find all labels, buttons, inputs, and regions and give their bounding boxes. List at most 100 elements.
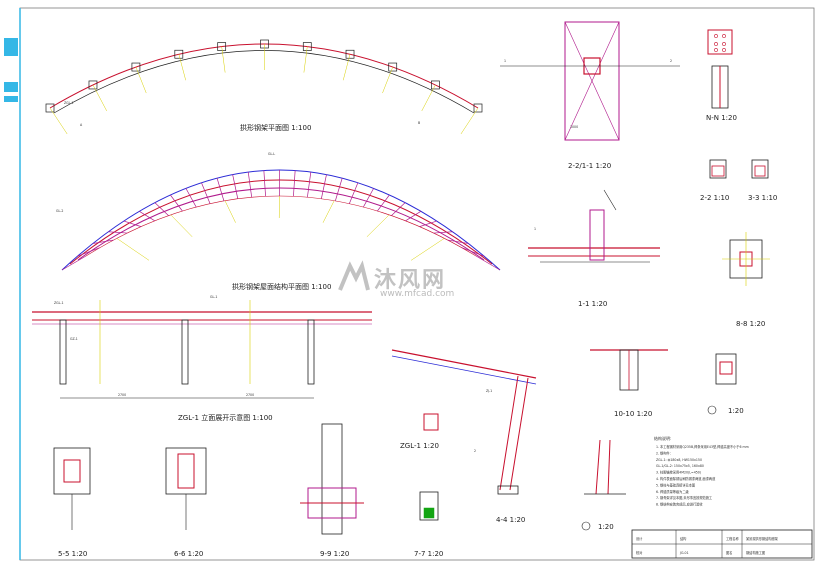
caption-n-n: N-N 1:20 [706, 114, 737, 122]
small-section-b [751, 159, 769, 179]
9-section-symbol [707, 405, 717, 415]
roof-rib [77, 247, 100, 257]
notes-lines: 1. 本工程钢材采用Q235B,焊条采用E43型,焊缝高度不小于6 mm2. 钢… [656, 444, 749, 507]
arch-top-guide [92, 84, 107, 112]
arch-top-guide [221, 46, 226, 73]
arch-top-guide [178, 54, 186, 81]
arch-top-post [217, 42, 227, 51]
n-n-bolt [714, 34, 718, 38]
arch-roof-plan: 拱形钢架屋面结构平面图 1:100 GL-2 GL-L [56, 152, 501, 291]
label-ref-top-left: A [80, 123, 83, 127]
roof-guide [170, 214, 193, 237]
detail-n-n: N-N 1:20 [706, 29, 737, 122]
caption-11: ZGL-1 1:20 [400, 442, 439, 450]
arch-top-guide [460, 107, 479, 135]
elevation-view: 2700 2700 ZGL-1 GL-1 GZ-1 ZGL-1 立面展开示意图 … [32, 295, 372, 422]
label-ref-2: 2 [474, 449, 476, 453]
title-cell-project-label: 工程名称 [726, 536, 740, 541]
label-zgl1-top: ZGL-1 [64, 101, 74, 105]
detail-11: ZGL-1 1:20 [400, 413, 439, 450]
title-cell-a: 结构 [680, 536, 686, 541]
watermark-logo-icon [338, 260, 370, 291]
1-1-column [589, 209, 605, 261]
note-line: 8. 钢结构安装完成后,应进行验收 [656, 502, 703, 507]
roof-rib [419, 220, 437, 227]
elev-column-1 [59, 319, 67, 385]
note-line: 7. 钢骨架详见本图,未尽事宜按规范施工 [656, 495, 713, 500]
n-n-bolt [722, 34, 726, 38]
roof-inner2-curve [85, 195, 477, 257]
caption-10-10: 10-10 1:20 [614, 410, 652, 418]
small-section-a [709, 159, 727, 179]
arch-top-guide [49, 107, 68, 135]
roof-rib [139, 211, 155, 222]
5-5-plate [53, 447, 91, 495]
detail-9-9: 9-9 1:20 [300, 423, 364, 558]
arch-top-guide [342, 54, 351, 81]
roof-guide [366, 214, 390, 237]
title-cell-check: 校对 [636, 550, 643, 555]
detail-7-7: 7-7 1:20 [414, 491, 443, 558]
watermark-sub: www.mfcad.com [380, 289, 455, 299]
roof-rib [216, 178, 225, 201]
arch-top-outer-curve [49, 43, 479, 109]
caption-2-2: 2-2/1-1 1:20 [568, 162, 611, 170]
note-line: 4. 构件表面除锈后刷防锈漆两道,面漆两道 [656, 476, 716, 481]
label-ref-1-1: 1 [534, 227, 536, 231]
note-line: GL-1/GL-2: 150x75x5, 160x80 [656, 464, 704, 468]
arch-top-post [302, 42, 312, 51]
roof-rib [61, 255, 87, 271]
roof-rib [108, 231, 128, 234]
roof-guide [322, 200, 335, 223]
roof-rib [307, 171, 312, 198]
roof-rib [461, 247, 485, 257]
roof-rib [447, 239, 469, 244]
label-gz1-elev: GZ-1 [70, 337, 78, 341]
detail-9-circle: 1:20 [707, 353, 744, 415]
arch-top-guide [303, 46, 308, 73]
roof-rib [185, 188, 197, 208]
sloped-column-right [509, 377, 529, 491]
caption-small-a: 2-2 1:10 [700, 194, 729, 202]
watermark: 沐风网 www.mfcad.com [336, 258, 496, 308]
base-plate-outline [564, 21, 620, 141]
9-9-column [321, 423, 343, 535]
title-cell-name-label: 图名 [726, 550, 732, 555]
roof-rib [92, 239, 114, 244]
9-plate [715, 353, 737, 385]
title-cell-b: JG-01 [679, 551, 689, 555]
11-section [423, 413, 439, 431]
roof-rib [123, 220, 142, 227]
caption-9-9: 9-9 1:20 [320, 550, 349, 558]
roof-rib [475, 255, 501, 271]
roof-rib [405, 211, 422, 222]
sloped-beam-top [391, 349, 537, 379]
arch-top-guide [421, 84, 436, 112]
arch-top-guide [382, 66, 393, 94]
roof-rib [391, 202, 406, 216]
arch-plan-top: 拱形钢架平面图 1:100 ZGL-1 A B [45, 39, 483, 135]
n-n-bolt [714, 42, 718, 46]
detail-10-10: 10-10 1:20 [590, 349, 668, 418]
roof-rib [201, 182, 211, 204]
n-n-bolts [714, 34, 726, 52]
6-6-plate [165, 447, 207, 495]
9-core [719, 361, 733, 375]
1-1-brace [603, 189, 617, 211]
caption-small-b: 3-3 1:10 [748, 194, 777, 202]
label-ref-top-right: B [418, 121, 420, 125]
title-sheet-name: 钢结构施工图 [746, 550, 765, 555]
caption-8-8: 8-8 1:20 [736, 320, 765, 328]
elev-dim-left: 2700 [118, 393, 126, 397]
roof-guide [116, 238, 150, 261]
title-block: 设计 校对 结构 JG-01 工程名称 图名 某景观拱形钢结构廊架 钢结构施工图 [631, 529, 813, 559]
arch-top-post [473, 103, 483, 113]
sloped-beam-bottom [391, 355, 537, 385]
roof-rib [170, 194, 183, 212]
small-section-b-inner [754, 165, 766, 177]
watermark-main: 沐风网 [374, 268, 447, 293]
caption-1-1: 1-1 1:20 [578, 300, 607, 308]
sloped-column-base [497, 485, 519, 495]
detail-small-sections: 2-2 1:10 3-3 1:10 [700, 159, 777, 202]
note-line: 3. 柱脚锚栓采用4M20(L=450) [656, 470, 701, 475]
